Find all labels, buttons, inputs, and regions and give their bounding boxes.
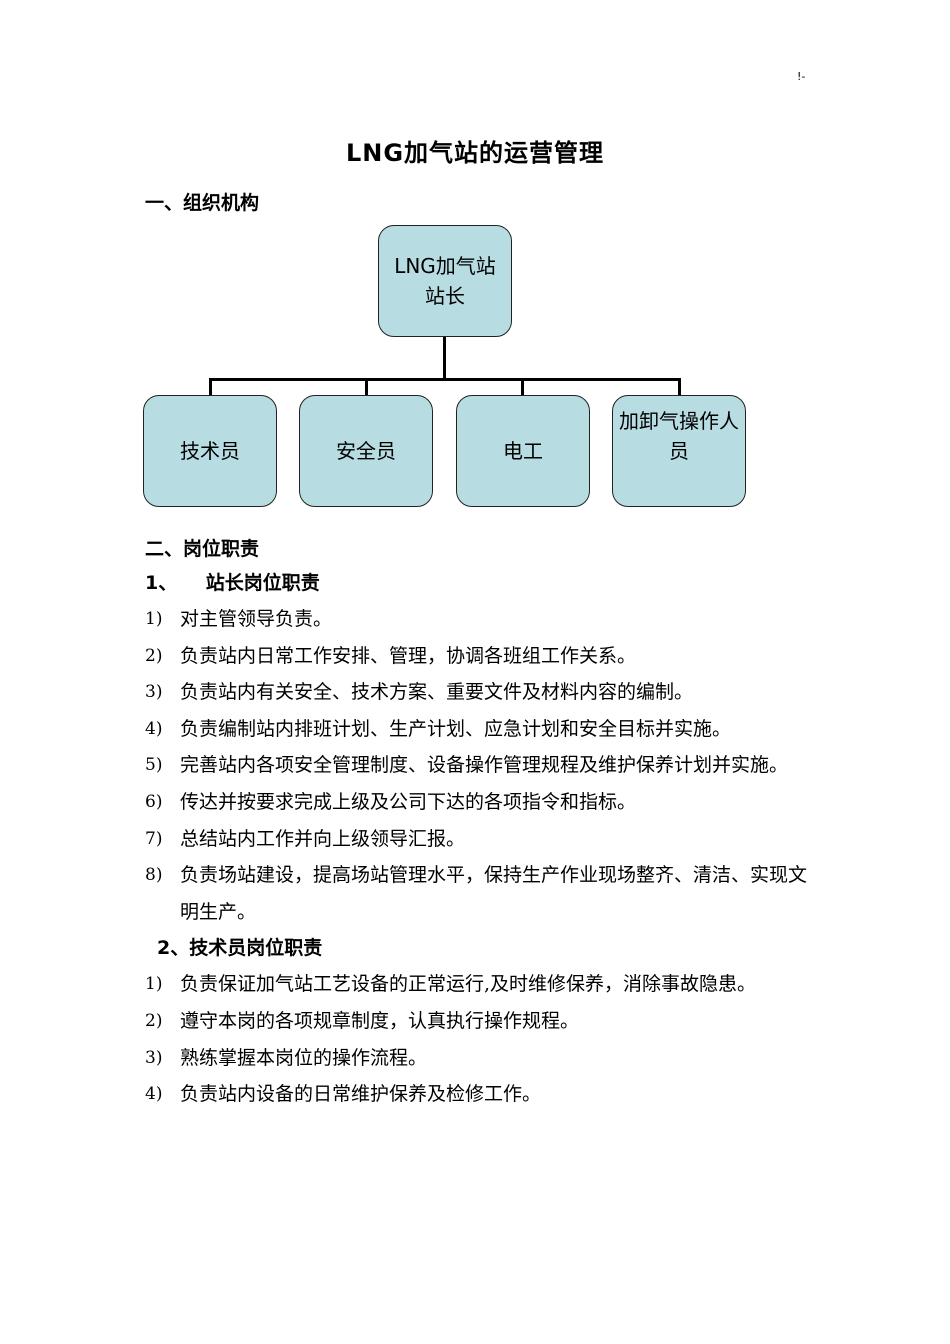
connector-horizontal <box>209 378 681 381</box>
list-item-text: 遵守本岗的各项规章制度，认真执行操作规程。 <box>180 1009 580 1032</box>
subsection-heading-technician: 2、技术员岗位职责 <box>157 937 323 960</box>
list-item-text: 完善站内各项安全管理制度、设备操作管理规程及维护保养计划并实施。 <box>180 754 789 777</box>
duties-list: 1、 站长岗位职责 1) 对主管领导负责。 2) 负责站内日常工作安排、管理，协调各… <box>145 565 825 1113</box>
list-item-text: 负责站内设备的日常维护保养及检修工作。 <box>180 1083 542 1106</box>
list-item-number: 8) <box>145 865 163 886</box>
document-title: LNG加气站的运营管理 <box>345 139 605 167</box>
list-item: 6) 传达并按要求完成上级及公司下达的各项指令和指标。 <box>145 784 825 821</box>
list-item-text: 负责站内有关安全、技术方案、重要文件及材料内容的编制。 <box>180 681 694 704</box>
org-box-station-manager: LNG加气站站长 <box>378 225 512 337</box>
list-item-text: 负责站内日常工作安排、管理，协调各班组工作关系。 <box>180 644 637 667</box>
list-item-text: 对主管领导负责。 <box>180 608 333 630</box>
list-item: 5) 完善站内各项安全管理制度、设备操作管理规程及维护保养计划并实施。 <box>145 747 820 784</box>
section-heading-organization: 一、组织机构 <box>145 192 260 214</box>
subsection-heading-manager: 1、 站长岗位职责 <box>145 572 320 594</box>
list-item: 1) 负责保证加气站工艺设备的正常运行,及时维修保养，消除事故隐患。 <box>145 966 846 1003</box>
list-item-number: 3) <box>145 682 163 703</box>
list-item: 1) 对主管领导负责。 <box>145 601 825 638</box>
org-box-operators: 加卸气操作人员 <box>612 395 746 507</box>
list-item-text: 传达并按要求完成上级及公司下达的各项指令和指标。 <box>180 790 637 813</box>
page-mark: !- <box>797 70 806 83</box>
list-item-text: 熟练掌握本岗位的操作流程。 <box>180 1046 428 1069</box>
list-item: 3) 熟练掌握本岗位的操作流程。 <box>145 1040 825 1077</box>
list-item-number: 6) <box>145 791 163 812</box>
list-item: 4) 负责站内设备的日常维护保养及检修工作。 <box>145 1076 825 1113</box>
connector-drop <box>521 378 524 395</box>
connector-drop <box>678 378 681 395</box>
connector-drop <box>209 378 212 395</box>
list-item-text: 负责编制站内排班计划、生产计划、应急计划和安全目标并实施。 <box>180 717 732 740</box>
list-item: 8) 负责场站建设，提高场站管理水平，保持生产作业现场整齐、清洁、实现文明生产。 <box>145 857 825 930</box>
org-box-electrician: 电工 <box>456 395 590 507</box>
list-item-number: 5) <box>145 755 163 776</box>
list-item-number: 2) <box>145 645 163 666</box>
list-item-number: 1) <box>145 609 163 629</box>
list-item: 4) 负责编制站内排班计划、生产计划、应急计划和安全目标并实施。 <box>145 711 820 748</box>
list-item-text: 总结站内工作并向上级领导汇报。 <box>180 827 466 850</box>
list-item-number: 2) <box>145 1010 163 1031</box>
list-item: 3) 负责站内有关安全、技术方案、重要文件及材料内容的编制。 <box>145 674 825 711</box>
list-item-number: 4) <box>145 718 163 739</box>
list-item-text: 负责保证加气站工艺设备的正常运行,及时维修保养，消除事故隐患。 <box>180 973 757 996</box>
connector-drop <box>365 378 368 395</box>
list-item: 2) 负责站内日常工作安排、管理，协调各班组工作关系。 <box>145 638 825 675</box>
list-item-number: 3) <box>145 1047 163 1068</box>
org-box-safety-officer: 安全员 <box>299 395 433 507</box>
org-box-technician: 技术员 <box>143 395 277 507</box>
section-heading-duties: 二、岗位职责 <box>145 538 260 560</box>
connector-vertical <box>443 337 446 379</box>
list-item: 2) 遵守本岗的各项规章制度，认真执行操作规程。 <box>145 1003 825 1040</box>
list-item-text: 负责场站建设，提高场站管理水平，保持生产作业现场整齐、清洁、实现文明生产。 <box>180 864 808 923</box>
list-item-number: 7) <box>145 828 163 849</box>
list-item-number: 1) <box>145 974 163 995</box>
list-item: 7) 总结站内工作并向上级领导汇报。 <box>145 821 825 858</box>
list-item-number: 4) <box>145 1084 163 1105</box>
